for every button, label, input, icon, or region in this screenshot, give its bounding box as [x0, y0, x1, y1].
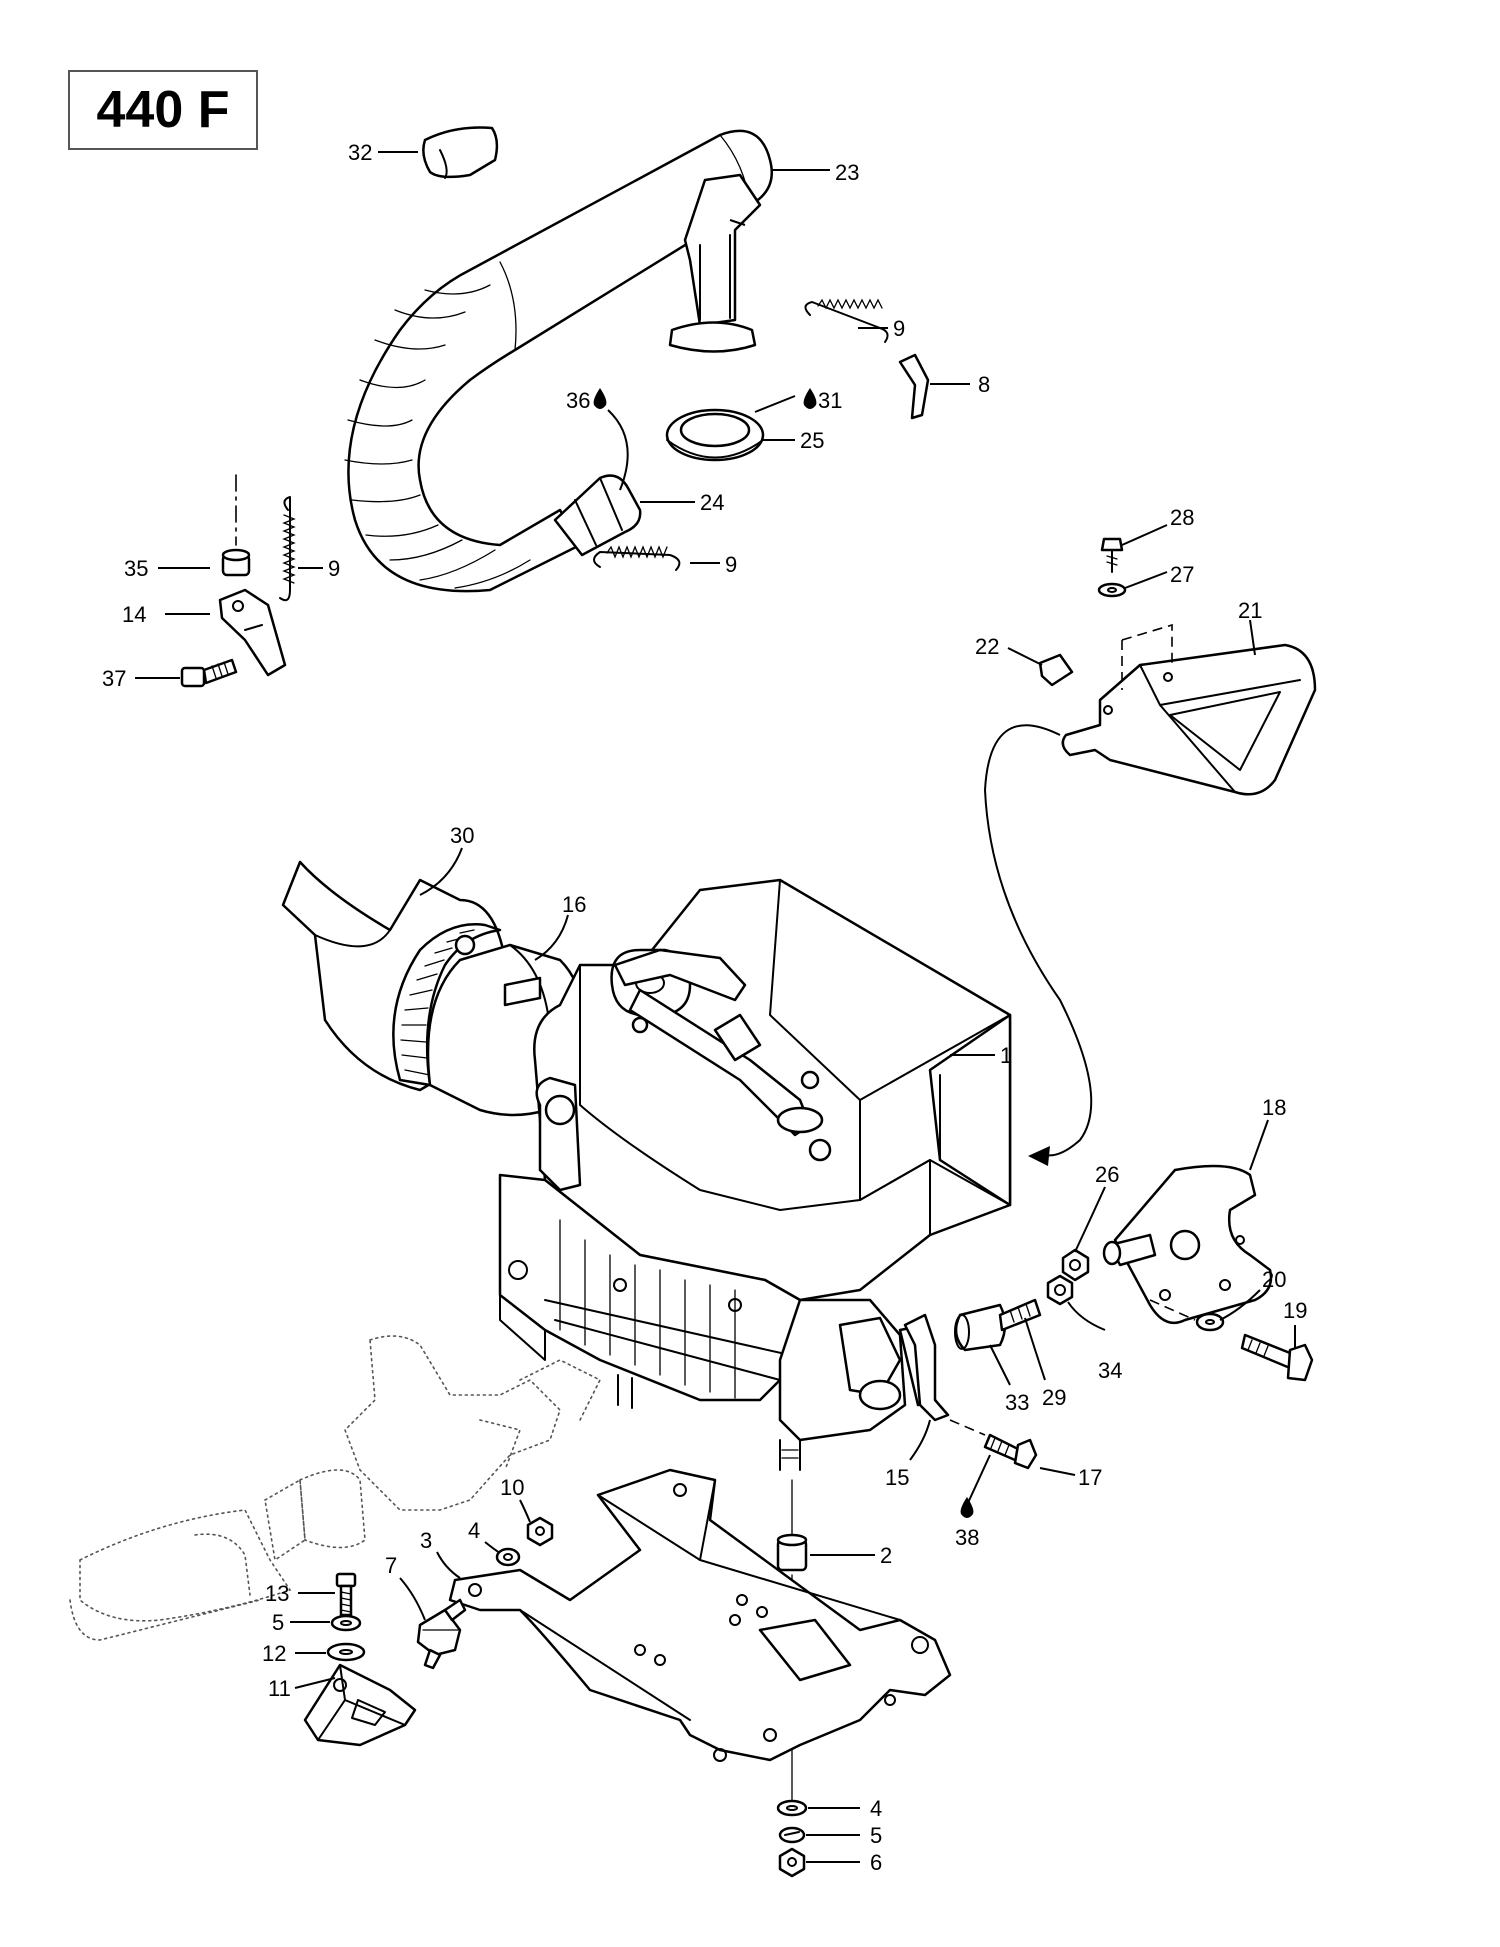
oil-drop-icon: [593, 388, 607, 409]
spring-9-middle[interactable]: [593, 545, 681, 571]
callout-6: 6: [870, 1850, 882, 1875]
bolt-17[interactable]: [983, 1433, 1038, 1470]
callout-26: 26: [1095, 1162, 1119, 1187]
spring-9-upper[interactable]: [804, 298, 889, 343]
callout-1: 1: [1000, 1043, 1012, 1068]
callout-35: 35: [124, 556, 148, 581]
washer-12[interactable]: [326, 1642, 366, 1662]
callout-9: 9: [328, 556, 340, 581]
oil-drop-icon: [960, 1497, 974, 1518]
callout-28: 28: [1170, 505, 1194, 530]
nut-6[interactable]: [778, 1847, 806, 1878]
callout-30: 30: [450, 823, 474, 848]
callout-16: 16: [562, 892, 586, 917]
callout-12: 12: [262, 1641, 286, 1666]
callout-38: 38: [955, 1525, 979, 1550]
leader-36: [607, 409, 629, 491]
callout-24: 24: [700, 490, 724, 515]
nut-26[interactable]: [1061, 1248, 1090, 1282]
callout-17: 17: [1078, 1465, 1102, 1490]
bolt-13[interactable]: [335, 1572, 357, 1617]
tuned-pipe-23[interactable]: [344, 129, 773, 593]
callout-7: 7: [385, 1553, 397, 1578]
rubber-mount-7[interactable]: [416, 1598, 467, 1670]
callout-23: 23: [835, 160, 859, 185]
callout-20: 20: [1262, 1267, 1286, 1292]
pipe-outlet-stinger: [668, 173, 762, 353]
sleeve-32[interactable]: [422, 126, 499, 179]
callout-9: 9: [725, 552, 737, 577]
nut-34[interactable]: [1046, 1274, 1074, 1306]
spacer-2[interactable]: [776, 1533, 808, 1572]
intake-duct-21[interactable]: [1061, 623, 1317, 796]
callout-18: 18: [1262, 1095, 1286, 1120]
callout-27: 27: [1170, 562, 1194, 587]
engine-support-18[interactable]: [1102, 1164, 1273, 1325]
callout-29: 29: [1042, 1385, 1066, 1410]
mount-bracket-11[interactable]: [303, 1663, 417, 1747]
callout-11: 11: [268, 1676, 291, 1701]
callout-4: 4: [468, 1518, 480, 1543]
bracket-15[interactable]: [903, 1313, 950, 1422]
callout-32: 32: [348, 140, 372, 165]
clip-22[interactable]: [1038, 653, 1074, 687]
callout-labels: 32 23 9 8 36 31 25 24 9 9 35 14 37 28 27…: [102, 140, 1307, 1875]
washer-4-lower[interactable]: [776, 1799, 808, 1817]
callout-9: 9: [893, 316, 905, 341]
rubber-mount-35[interactable]: [221, 474, 251, 577]
screw-28[interactable]: [1100, 537, 1124, 573]
callout-14: 14: [122, 602, 146, 627]
callout-21: 21: [1238, 598, 1262, 623]
routing-arrow: [983, 724, 1093, 1157]
bracket-14[interactable]: [218, 588, 287, 677]
engine-mount-plate: [448, 1468, 952, 1762]
callout-2: 2: [880, 1543, 892, 1568]
bolt-19[interactable]: [1240, 1333, 1314, 1382]
lock-washer-5-upper[interactable]: [330, 1614, 362, 1632]
spring-9-left[interactable]: [279, 496, 296, 602]
bracket-8[interactable]: [898, 353, 930, 420]
callout-10: 10: [500, 1475, 524, 1500]
fastening-axis-17: [949, 1419, 986, 1436]
callout-22: 22: [975, 634, 999, 659]
callout-8: 8: [978, 372, 990, 397]
fastening-axis-18: [1149, 1299, 1196, 1321]
callout-4: 4: [870, 1796, 882, 1821]
washer-4-upper[interactable]: [495, 1547, 521, 1567]
callout-5: 5: [272, 1610, 284, 1635]
callout-25: 25: [800, 428, 824, 453]
lock-washer-5-lower[interactable]: [778, 1826, 806, 1844]
clamp-16[interactable]: [392, 923, 502, 1087]
callout-3: 3: [420, 1528, 432, 1553]
callout-15: 15: [885, 1465, 909, 1490]
callout-36: 36: [566, 388, 590, 413]
exhaust-sleeve-24[interactable]: [553, 474, 642, 557]
diagram-title: 440 F: [68, 70, 258, 150]
arrow-head: [1028, 1146, 1050, 1166]
gasket-ring-25[interactable]: [665, 408, 765, 462]
callout-5: 5: [870, 1823, 882, 1848]
callout-37: 37: [102, 666, 126, 691]
washer-27[interactable]: [1097, 582, 1127, 598]
exhaust-manifold-reference: [69, 1335, 602, 1641]
leader-lines: [135, 151, 1296, 1863]
callout-33: 33: [1005, 1390, 1029, 1415]
callout-13: 13: [265, 1581, 289, 1606]
washer-20[interactable]: [1195, 1312, 1225, 1332]
callout-34: 34: [1098, 1358, 1122, 1383]
nut-10[interactable]: [526, 1516, 554, 1547]
stud-29[interactable]: [954, 1298, 1042, 1352]
bolt-37[interactable]: [180, 658, 238, 688]
callout-31: 31: [818, 388, 842, 413]
callout-19: 19: [1283, 1298, 1307, 1323]
oil-drop-icon: [803, 388, 817, 409]
